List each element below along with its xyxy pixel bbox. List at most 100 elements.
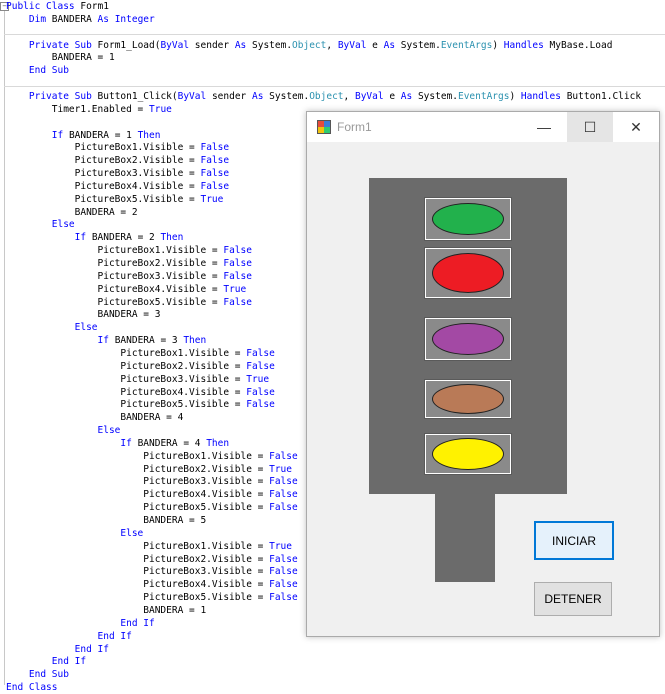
code-line: PictureBox3.Visible = True bbox=[6, 373, 269, 386]
code-token: PictureBox3.Visible = bbox=[6, 373, 247, 385]
code-token: System. bbox=[269, 90, 310, 102]
code-token: Button1.Click bbox=[566, 90, 642, 102]
code-token: PictureBox2.Visible = bbox=[6, 553, 270, 565]
code-token: ByVal bbox=[337, 39, 373, 51]
code-token: End Sub bbox=[28, 669, 69, 681]
code-token: , bbox=[326, 39, 338, 51]
code-token: As bbox=[400, 90, 418, 102]
code-token: False bbox=[200, 155, 230, 167]
code-token: System. bbox=[417, 90, 458, 102]
picturebox-yellow bbox=[424, 433, 512, 475]
code-token: MyBase.Load bbox=[549, 39, 613, 51]
code-token: BANDERA = 4 bbox=[6, 412, 184, 424]
code-token: True bbox=[246, 373, 270, 385]
collapse-icon[interactable]: − bbox=[0, 2, 9, 11]
code-token bbox=[6, 425, 98, 436]
close-button[interactable]: ✕ bbox=[630, 119, 642, 135]
form-window[interactable]: Form1 — ☐ ✕ INICIAR DETENER bbox=[306, 111, 660, 637]
code-token: False bbox=[200, 142, 230, 154]
code-line: BANDERA = 3 bbox=[6, 308, 161, 321]
code-token: EventArgs bbox=[440, 39, 493, 51]
code-token: False bbox=[223, 245, 252, 257]
code-token: sender bbox=[211, 90, 252, 102]
code-token: PictureBox5.Visible = bbox=[6, 592, 270, 604]
code-token: PictureBox4.Visible = bbox=[6, 579, 270, 591]
code-token: Form1 bbox=[80, 1, 109, 12]
code-token: ByVal bbox=[177, 90, 212, 102]
code-line: PictureBox2.Visible = False bbox=[6, 154, 229, 167]
code-token: PictureBox1.Visible = bbox=[6, 540, 270, 552]
code-token: System. bbox=[400, 39, 441, 51]
code-line: Else bbox=[6, 321, 98, 334]
code-line: End Class bbox=[6, 681, 57, 694]
code-token: False bbox=[269, 566, 298, 578]
title-bar[interactable]: Form1 — ☐ ✕ bbox=[307, 112, 659, 142]
code-token bbox=[6, 438, 120, 449]
code-line: Timer1.Enabled = True bbox=[6, 103, 172, 116]
yellow-light bbox=[432, 438, 504, 470]
code-line: Else bbox=[6, 424, 121, 437]
code-token: Then bbox=[183, 335, 207, 347]
code-line: PictureBox2.Visible = True bbox=[6, 463, 292, 476]
picturebox-red bbox=[424, 247, 512, 299]
code-token: True bbox=[200, 193, 224, 205]
code-token: Then bbox=[160, 232, 184, 244]
code-line: Else bbox=[6, 218, 75, 231]
code-line: BANDERA = 4 bbox=[6, 411, 183, 424]
code-token: False bbox=[246, 399, 275, 411]
code-token: BANDERA bbox=[51, 13, 98, 25]
code-line: BANDERA = 2 bbox=[6, 206, 138, 219]
code-token: BANDERA = 3 bbox=[6, 309, 161, 321]
method-separator bbox=[4, 85, 665, 87]
code-token: False bbox=[269, 502, 298, 514]
code-token bbox=[6, 40, 29, 51]
code-token: PictureBox3.Visible = bbox=[6, 566, 270, 578]
code-token: ) bbox=[492, 39, 504, 51]
code-token: PictureBox5.Visible = bbox=[6, 193, 201, 205]
code-token: As bbox=[234, 39, 252, 51]
code-token: Else bbox=[74, 322, 98, 334]
code-token: BANDERA = 1 bbox=[6, 52, 115, 64]
code-token bbox=[6, 656, 52, 667]
code-token: False bbox=[200, 168, 230, 180]
code-token: Timer1.Enabled = bbox=[6, 103, 149, 115]
code-token: BANDERA = 4 bbox=[137, 437, 207, 449]
code-token: , bbox=[343, 90, 355, 102]
code-line: End Sub bbox=[6, 668, 69, 681]
code-line: PictureBox3.Visible = False bbox=[6, 270, 252, 283]
code-token bbox=[6, 65, 29, 76]
maximize-button[interactable]: ☐ bbox=[567, 112, 613, 142]
start-button[interactable]: INICIAR bbox=[534, 521, 614, 560]
code-line: Dim BANDERA As Integer bbox=[6, 13, 155, 26]
code-line: PictureBox2.Visible = False bbox=[6, 553, 297, 566]
code-token: If bbox=[51, 129, 69, 141]
code-token: End If bbox=[51, 656, 87, 668]
code-line: PictureBox5.Visible = True bbox=[6, 193, 224, 206]
code-token bbox=[6, 232, 75, 243]
code-token: False bbox=[246, 347, 275, 359]
code-line: PictureBox4.Visible = True bbox=[6, 283, 247, 296]
code-token: PictureBox3.Visible = bbox=[6, 168, 201, 180]
code-token: False bbox=[269, 579, 298, 591]
code-token: False bbox=[269, 476, 298, 488]
code-line: PictureBox5.Visible = False bbox=[6, 591, 297, 604]
code-line: End If bbox=[6, 630, 132, 643]
code-token: Else bbox=[51, 219, 75, 231]
code-token: As Integer bbox=[97, 13, 155, 25]
code-token bbox=[6, 669, 29, 680]
code-token: PictureBox1.Visible = bbox=[6, 347, 247, 359]
code-token: e bbox=[389, 90, 401, 102]
code-token: If bbox=[120, 437, 138, 449]
code-token: Private Sub bbox=[28, 90, 98, 102]
minimize-button[interactable]: — bbox=[537, 119, 551, 135]
traffic-light-pole bbox=[435, 494, 495, 582]
code-token: BANDERA = 2 bbox=[6, 206, 138, 218]
code-token: If bbox=[74, 232, 92, 244]
stop-button[interactable]: DETENER bbox=[534, 582, 612, 616]
code-line: Else bbox=[6, 527, 143, 540]
code-token bbox=[6, 528, 120, 539]
code-token: Public Class bbox=[6, 1, 81, 12]
code-token: PictureBox3.Visible = bbox=[6, 476, 270, 488]
code-token: End If bbox=[120, 617, 155, 629]
code-line: PictureBox5.Visible = False bbox=[6, 398, 275, 411]
